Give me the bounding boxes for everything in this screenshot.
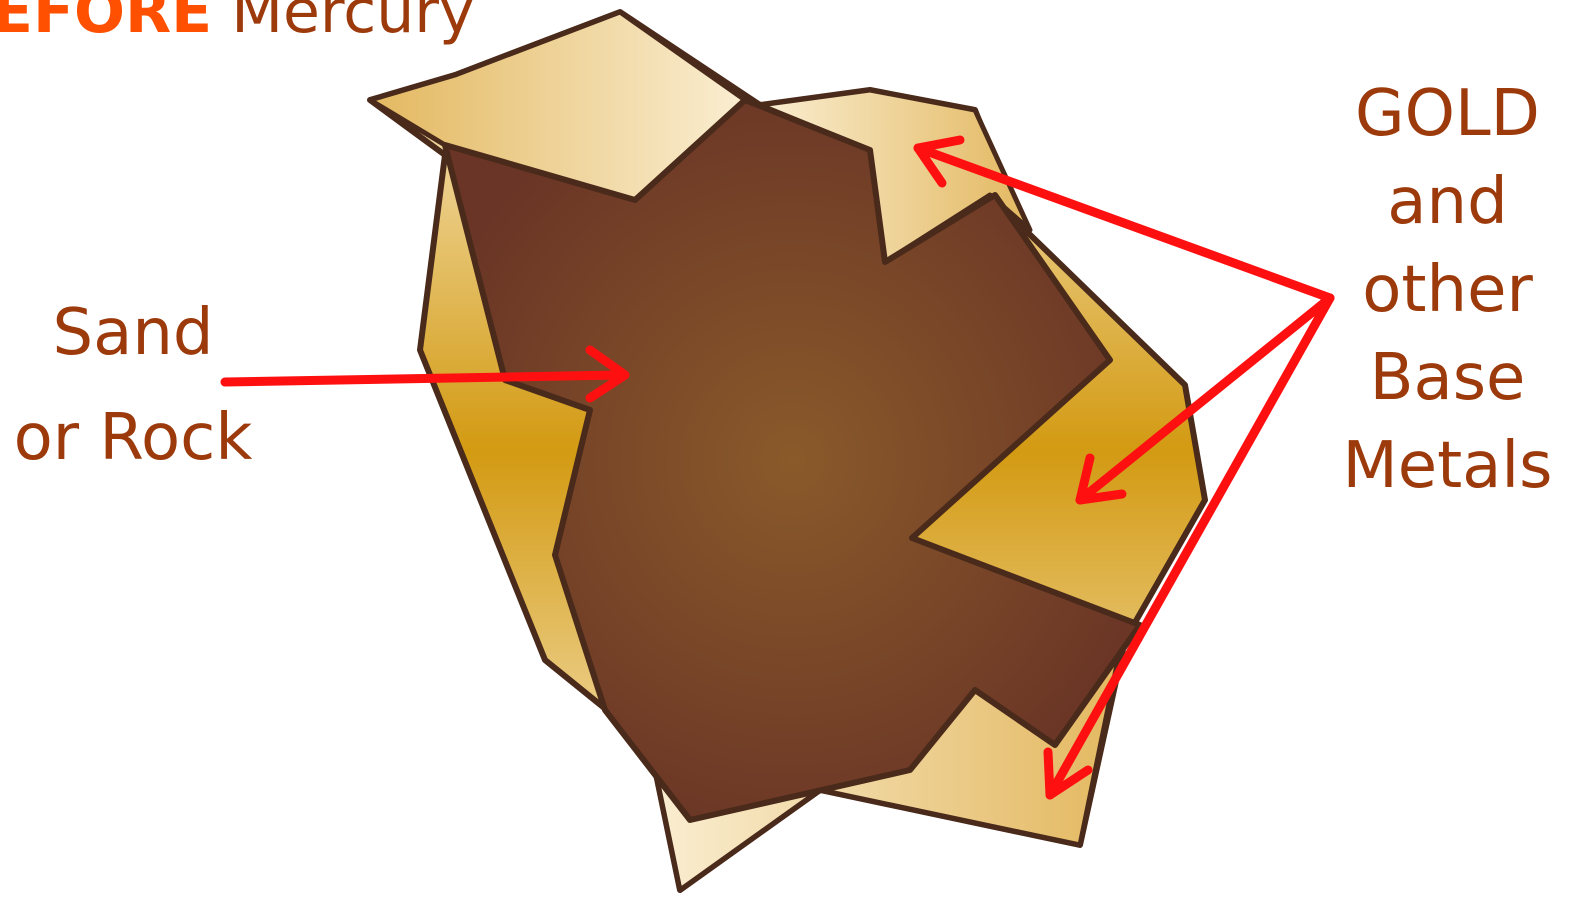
label-gold-line-4: Base <box>1330 334 1565 422</box>
label-sand-rock-line-1: Sand <box>8 295 258 372</box>
label-sand-rock-line-2: or Rock <box>8 400 258 477</box>
label-gold-line-1: GOLD <box>1330 70 1565 158</box>
label-gold-metals: GOLD and other Base Metals <box>1330 70 1565 510</box>
label-gold-line-2: and <box>1330 158 1565 246</box>
label-sand-rock: Sand or Rock <box>8 295 258 477</box>
label-gold-line-5: Metals <box>1330 422 1565 510</box>
label-gold-line-3: other <box>1330 246 1565 334</box>
